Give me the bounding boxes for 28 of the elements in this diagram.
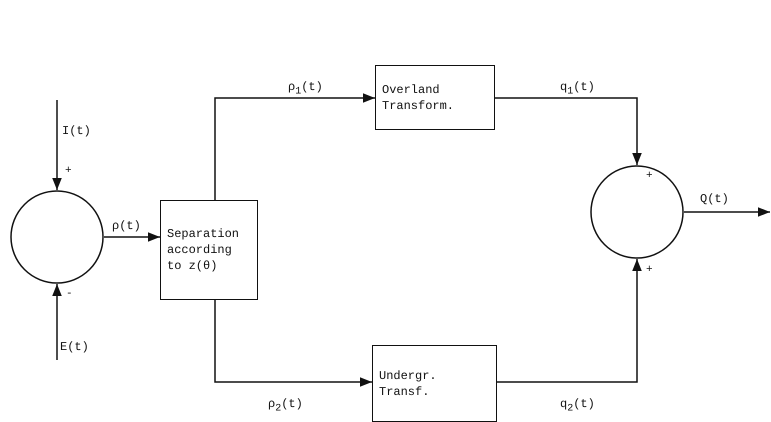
sign-label: + [65, 165, 72, 177]
summing-junction-circle [590, 165, 684, 259]
process-box [372, 345, 497, 422]
signal-arrow [497, 259, 642, 383]
sign-label: + [646, 170, 653, 182]
process-box [160, 200, 258, 300]
edge-label: ρ$_{2}$(t) [268, 397, 303, 414]
block-label: Overland Transform. [381, 82, 456, 114]
block-label: Separation according to z(θ) [166, 226, 240, 274]
edge-label: Q(t) [700, 192, 729, 206]
edge-label: ρ$_{1}$(t) [288, 80, 323, 98]
edge-label: q$_{1}$(t) [560, 80, 595, 98]
sign-label: - [66, 288, 73, 300]
signal-arrow [684, 207, 770, 217]
block-label: Undergr. Transf. [378, 368, 438, 400]
signal-arrow [214, 300, 372, 387]
process-box [375, 65, 495, 130]
signal-arrow [214, 93, 375, 200]
signal-arrow [104, 232, 160, 242]
summing-junction-circle [10, 190, 104, 284]
edge-label: ρ(t) [112, 219, 141, 233]
signal-arrow [52, 284, 62, 360]
signal-arrow [52, 100, 62, 190]
edge-label: E(t) [60, 340, 89, 354]
edge-label: I(t) [62, 124, 91, 138]
sign-label: + [646, 264, 653, 276]
signal-arrow [495, 97, 642, 165]
edge-label: q$_{2}$(t) [560, 397, 595, 414]
